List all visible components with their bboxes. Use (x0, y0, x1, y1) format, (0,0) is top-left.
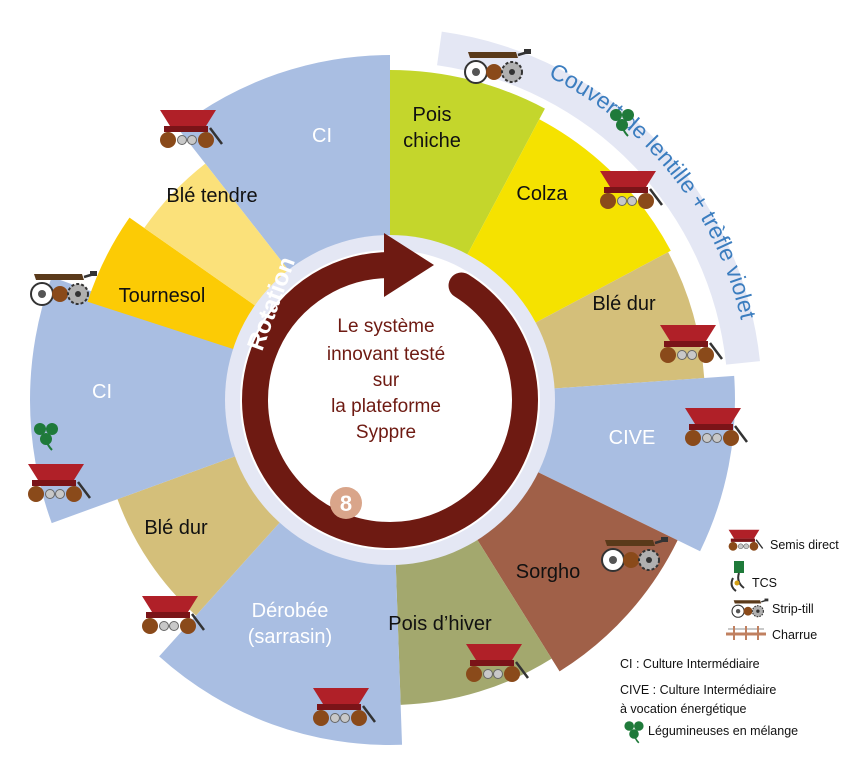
segment-pois-chiche (390, 70, 545, 268)
segment-ble-tendre (144, 163, 298, 314)
center-line-3: sur (373, 370, 400, 391)
segment-label-ble-dur-left: Blé dur (144, 517, 208, 539)
legend-def-ci: CI : Culture Intermédiaire (620, 657, 760, 671)
seed-drill-icon (727, 529, 764, 552)
segment-cive (524, 375, 735, 552)
legend-def-cive-1: CIVE : Culture Intermédiaire (620, 683, 776, 697)
legend-clover: Légumineuses en mélange (648, 724, 798, 738)
strip-till-icon (731, 597, 770, 618)
segment-label-tournesol: Tournesol (119, 285, 206, 307)
rotation-arrow (242, 272, 538, 548)
segment-label-ble-tendre: Blé tendre (166, 185, 257, 207)
segment-label-derobee-2: (sarrasin) (248, 626, 332, 648)
segment-label-derobee-1: Dérobée (252, 600, 329, 622)
duration-unit: ans (368, 499, 395, 518)
center-line-4: la plateforme (331, 396, 441, 417)
segment-ci-left (29, 276, 250, 524)
duration-number: 8 (340, 491, 352, 516)
segment-label-colza: Colza (516, 183, 568, 205)
center-line-5: Syppre (356, 422, 416, 443)
segment-label-pois-chiche-1: Pois (413, 104, 452, 126)
legend-strip-till: Strip-till (772, 602, 814, 616)
segment-ci-top (177, 55, 390, 282)
legend-def-cive-2: à vocation énergétique (620, 702, 747, 716)
legend-tcs: TCS (752, 576, 777, 590)
inner-disc-white (240, 250, 540, 550)
segment-ble-dur-left (117, 451, 290, 616)
center-line-1: Le système (337, 316, 434, 337)
segment-ble-dur-right (522, 252, 705, 390)
center-title: Le système innovant testé sur la platefo… (327, 316, 445, 443)
segment-label-sorgho: Sorgho (516, 561, 581, 583)
strip-till-icon (29, 269, 99, 307)
segment-tournesol (87, 217, 268, 354)
segment-label-ble-dur-right: Blé dur (592, 293, 656, 315)
segment-label-pois-chiche-2: chiche (403, 130, 461, 152)
segment-sorgho (469, 465, 678, 672)
legend: Semis direct TCS Strip-till Charrue CI :… (620, 529, 839, 744)
strip-till-icon (600, 535, 670, 573)
segment-derobee (159, 511, 403, 745)
segment-label-pois-hiver: Pois d’hiver (388, 613, 492, 635)
segment-colza (460, 119, 671, 330)
plough-icon (726, 626, 766, 640)
center-line-2: innovant testé (327, 344, 445, 365)
duration-badge: 8 ans (330, 487, 396, 519)
seed-drill-icon (658, 323, 724, 365)
clover-icon (623, 720, 645, 744)
segment-label-ci-top: CI (312, 125, 332, 147)
seed-drill-icon (683, 406, 749, 448)
legend-charrue: Charrue (772, 628, 817, 642)
rotation-arrowhead (384, 233, 434, 297)
tcs-tine-icon (730, 561, 745, 592)
segment-label-cive: CIVE (609, 427, 656, 449)
strip-till-icon (463, 47, 533, 85)
legend-semis-direct: Semis direct (770, 538, 839, 552)
segment-label-ci-left: CI (92, 381, 112, 403)
rotation-arrow-upper (250, 252, 387, 359)
